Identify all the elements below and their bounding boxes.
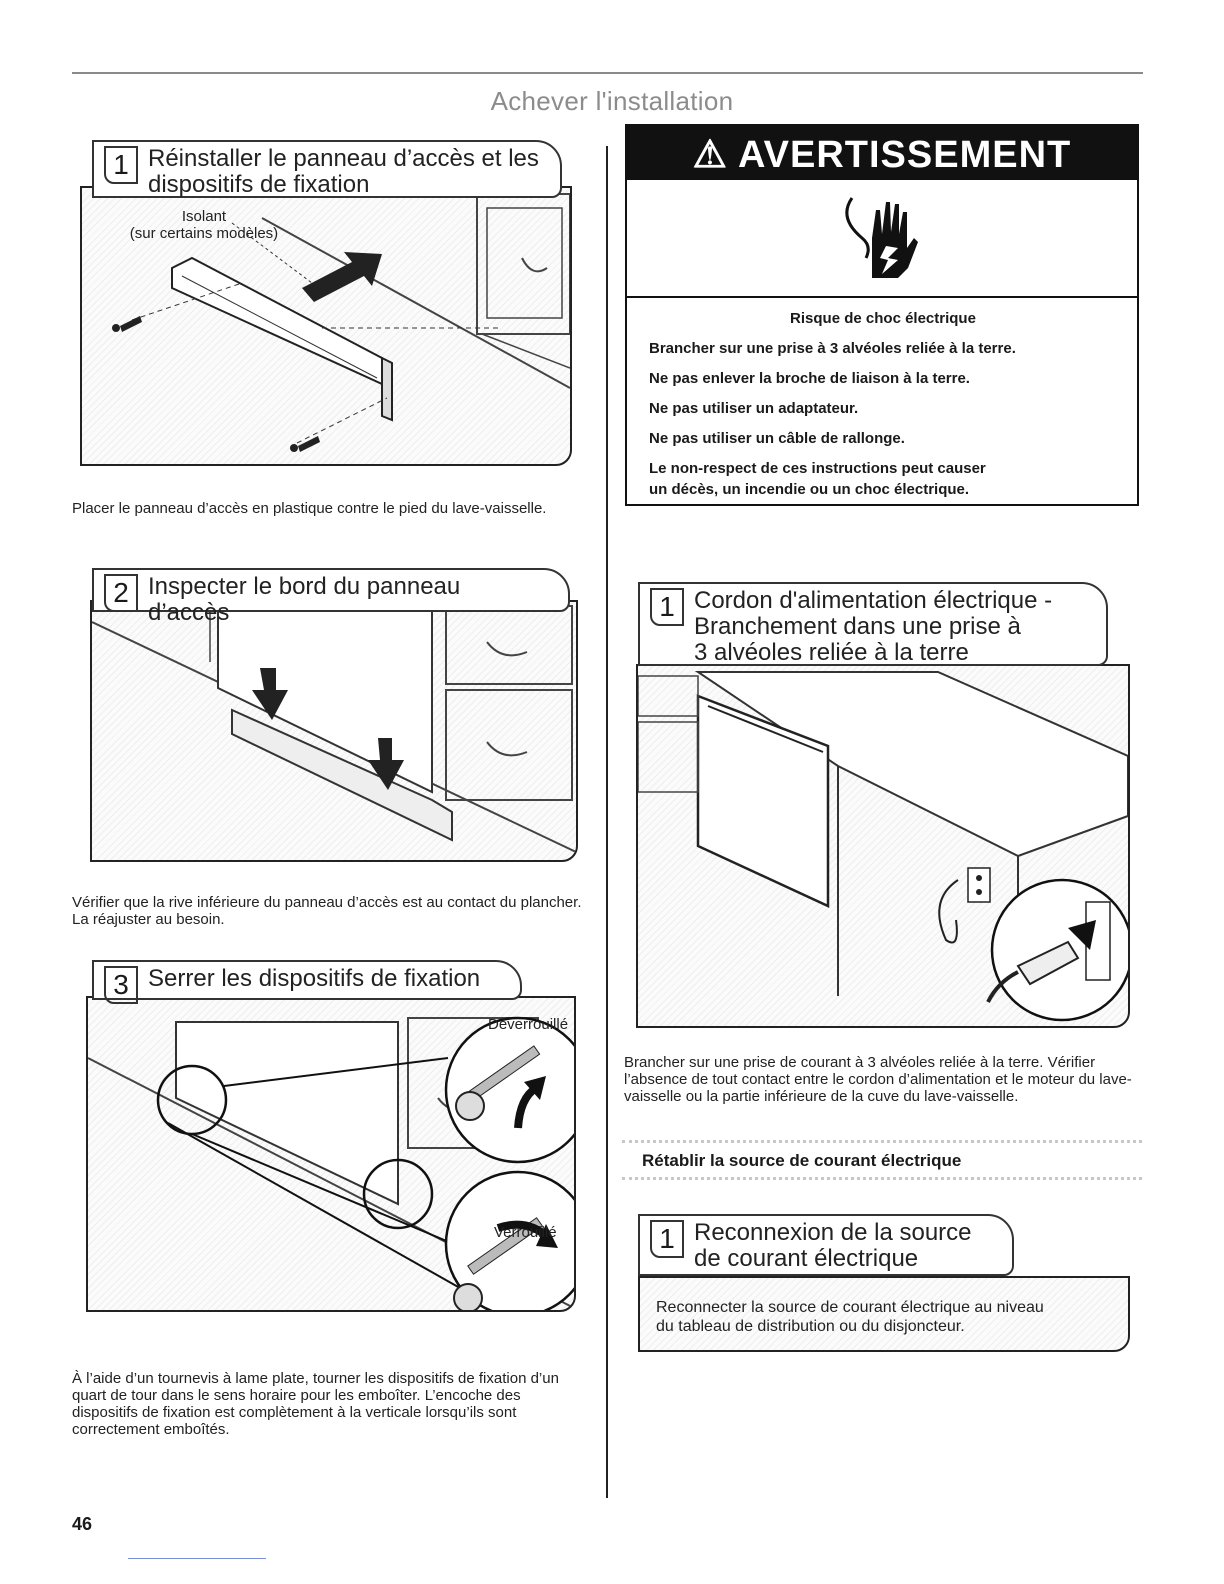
warning-box: ⚠ AVERTISSEMENT Risque de choc électriqu… xyxy=(625,124,1139,506)
bottom-link-underline xyxy=(128,1558,266,1559)
reconnect-step-header: 1 Reconnexion de la source de courant él… xyxy=(638,1214,1014,1276)
power-step-caption: Brancher sur une prise de courant à 3 al… xyxy=(624,1054,1132,1105)
step-title-line: dispositifs de fixation xyxy=(148,171,370,198)
step2-header: 2 Inspecter le bord du panneau d’accès xyxy=(92,568,570,626)
reconnect-line: du tableau de distribution ou du disjonc… xyxy=(656,1318,965,1335)
warning-line: un décès, un incendie ou un choc électri… xyxy=(649,481,970,498)
power-step-header: 1 Cordon d'alimentation électrique - Bra… xyxy=(638,582,1108,666)
step-title: Reconnexion de la source de courant élec… xyxy=(694,1220,972,1272)
step-number: 2 xyxy=(104,574,138,612)
warning-line: Ne pas utiliser un adaptateur. xyxy=(649,400,859,417)
top-rule xyxy=(72,72,1143,74)
step-title-line: 3 alvéoles reliée à la terre xyxy=(694,639,969,666)
step1-header: 1 Réinstaller le panneau d’accès et les … xyxy=(92,140,562,198)
step1-illustration xyxy=(80,186,572,466)
reconnect-body: Reconnecter la source de courant électri… xyxy=(640,1278,1128,1336)
warning-text: Risque de choc électrique Brancher sur u… xyxy=(627,298,1137,500)
step-title: Inspecter le bord du panneau d’accès xyxy=(148,573,461,626)
restore-power-heading: Rétablir la source de courant électrique xyxy=(622,1140,1142,1180)
callout-line: (sur certains modèles) xyxy=(129,225,279,242)
screw-icon xyxy=(290,436,320,452)
step3-header: 3 Serrer les dispositifs de fixation xyxy=(92,960,522,1004)
step-title-line: Branchement dans une prise à xyxy=(694,613,1021,640)
tighten-fasteners-drawing xyxy=(88,1016,574,1310)
warning-line: Ne pas utiliser un câble de rallonge. xyxy=(649,430,905,447)
step2-caption: Vérifier que la rive inférieure du panne… xyxy=(72,894,582,928)
rotate-arrow-icon xyxy=(496,1220,558,1248)
callout-line: Isolant xyxy=(181,208,227,225)
step-title-line: Cordon d'alimentation électrique - xyxy=(694,587,1053,614)
step-title: Réinstaller le panneau d’accès et les di… xyxy=(148,146,539,198)
warning-line: Ne pas enlever la broche de liaison à la… xyxy=(649,370,970,387)
outlet-icon xyxy=(967,867,991,903)
column-divider xyxy=(606,146,608,1498)
down-arrow-icon xyxy=(368,738,404,790)
page-title: Achever l'installation xyxy=(490,86,734,116)
warning-risk: Risque de choc électrique xyxy=(790,310,976,327)
step3-caption: À l’aide d’un tournevis à lame plate, to… xyxy=(72,1370,559,1438)
step-number: 1 xyxy=(650,588,684,626)
electric-shock-hand-icon xyxy=(845,197,918,278)
step-title-line: Reconnexion de la source xyxy=(694,1219,972,1246)
reconnect-box: Reconnecter la source de courant électri… xyxy=(638,1276,1130,1352)
screw-icon xyxy=(112,316,142,332)
warning-header-text: AVERTISSEMENT xyxy=(738,134,1072,176)
warning-line: Le non-respect de ces instructions peut … xyxy=(649,460,986,477)
step-title: Serrer les dispositifs de fixation xyxy=(148,965,481,992)
step-number: 1 xyxy=(650,1220,684,1258)
step-number: 1 xyxy=(104,146,138,184)
step1-caption: Placer le panneau d’accès en plastique c… xyxy=(72,500,547,517)
step-title-line: Réinstaller le panneau d’accès et les xyxy=(148,145,539,172)
step-title: Cordon d'alimentation électrique - Branc… xyxy=(694,588,1052,666)
plug-icon xyxy=(986,920,1096,1003)
step-title-line: de courant électrique xyxy=(694,1245,919,1272)
power-cord-plug-drawing xyxy=(638,671,1128,1022)
locked-callout: Verrouillé xyxy=(494,1224,557,1241)
warning-icon-area xyxy=(627,180,1137,298)
step2-illustration xyxy=(90,600,578,862)
step-number: 3 xyxy=(104,966,138,1004)
reconnect-line: Reconnecter la source de courant électri… xyxy=(656,1299,1044,1316)
down-arrow-icon xyxy=(252,668,288,720)
page-number: 46 xyxy=(72,1514,93,1534)
unlocked-callout: Déverrouillé xyxy=(488,1016,569,1033)
access-panel-edge-drawing xyxy=(92,605,576,853)
step3-illustration xyxy=(86,996,576,1312)
insulation-callout: Isolant (sur certains modèles) xyxy=(104,208,304,242)
warning-triangle-icon: ⚠ xyxy=(692,134,728,176)
warning-header: ⚠ AVERTISSEMENT xyxy=(627,126,1137,180)
warning-line: Brancher sur une prise à 3 alvéoles reli… xyxy=(649,340,1016,357)
access-panel-install-drawing xyxy=(112,193,570,452)
power-cord-illustration xyxy=(636,664,1130,1028)
rotate-arrow-icon xyxy=(514,1076,546,1129)
